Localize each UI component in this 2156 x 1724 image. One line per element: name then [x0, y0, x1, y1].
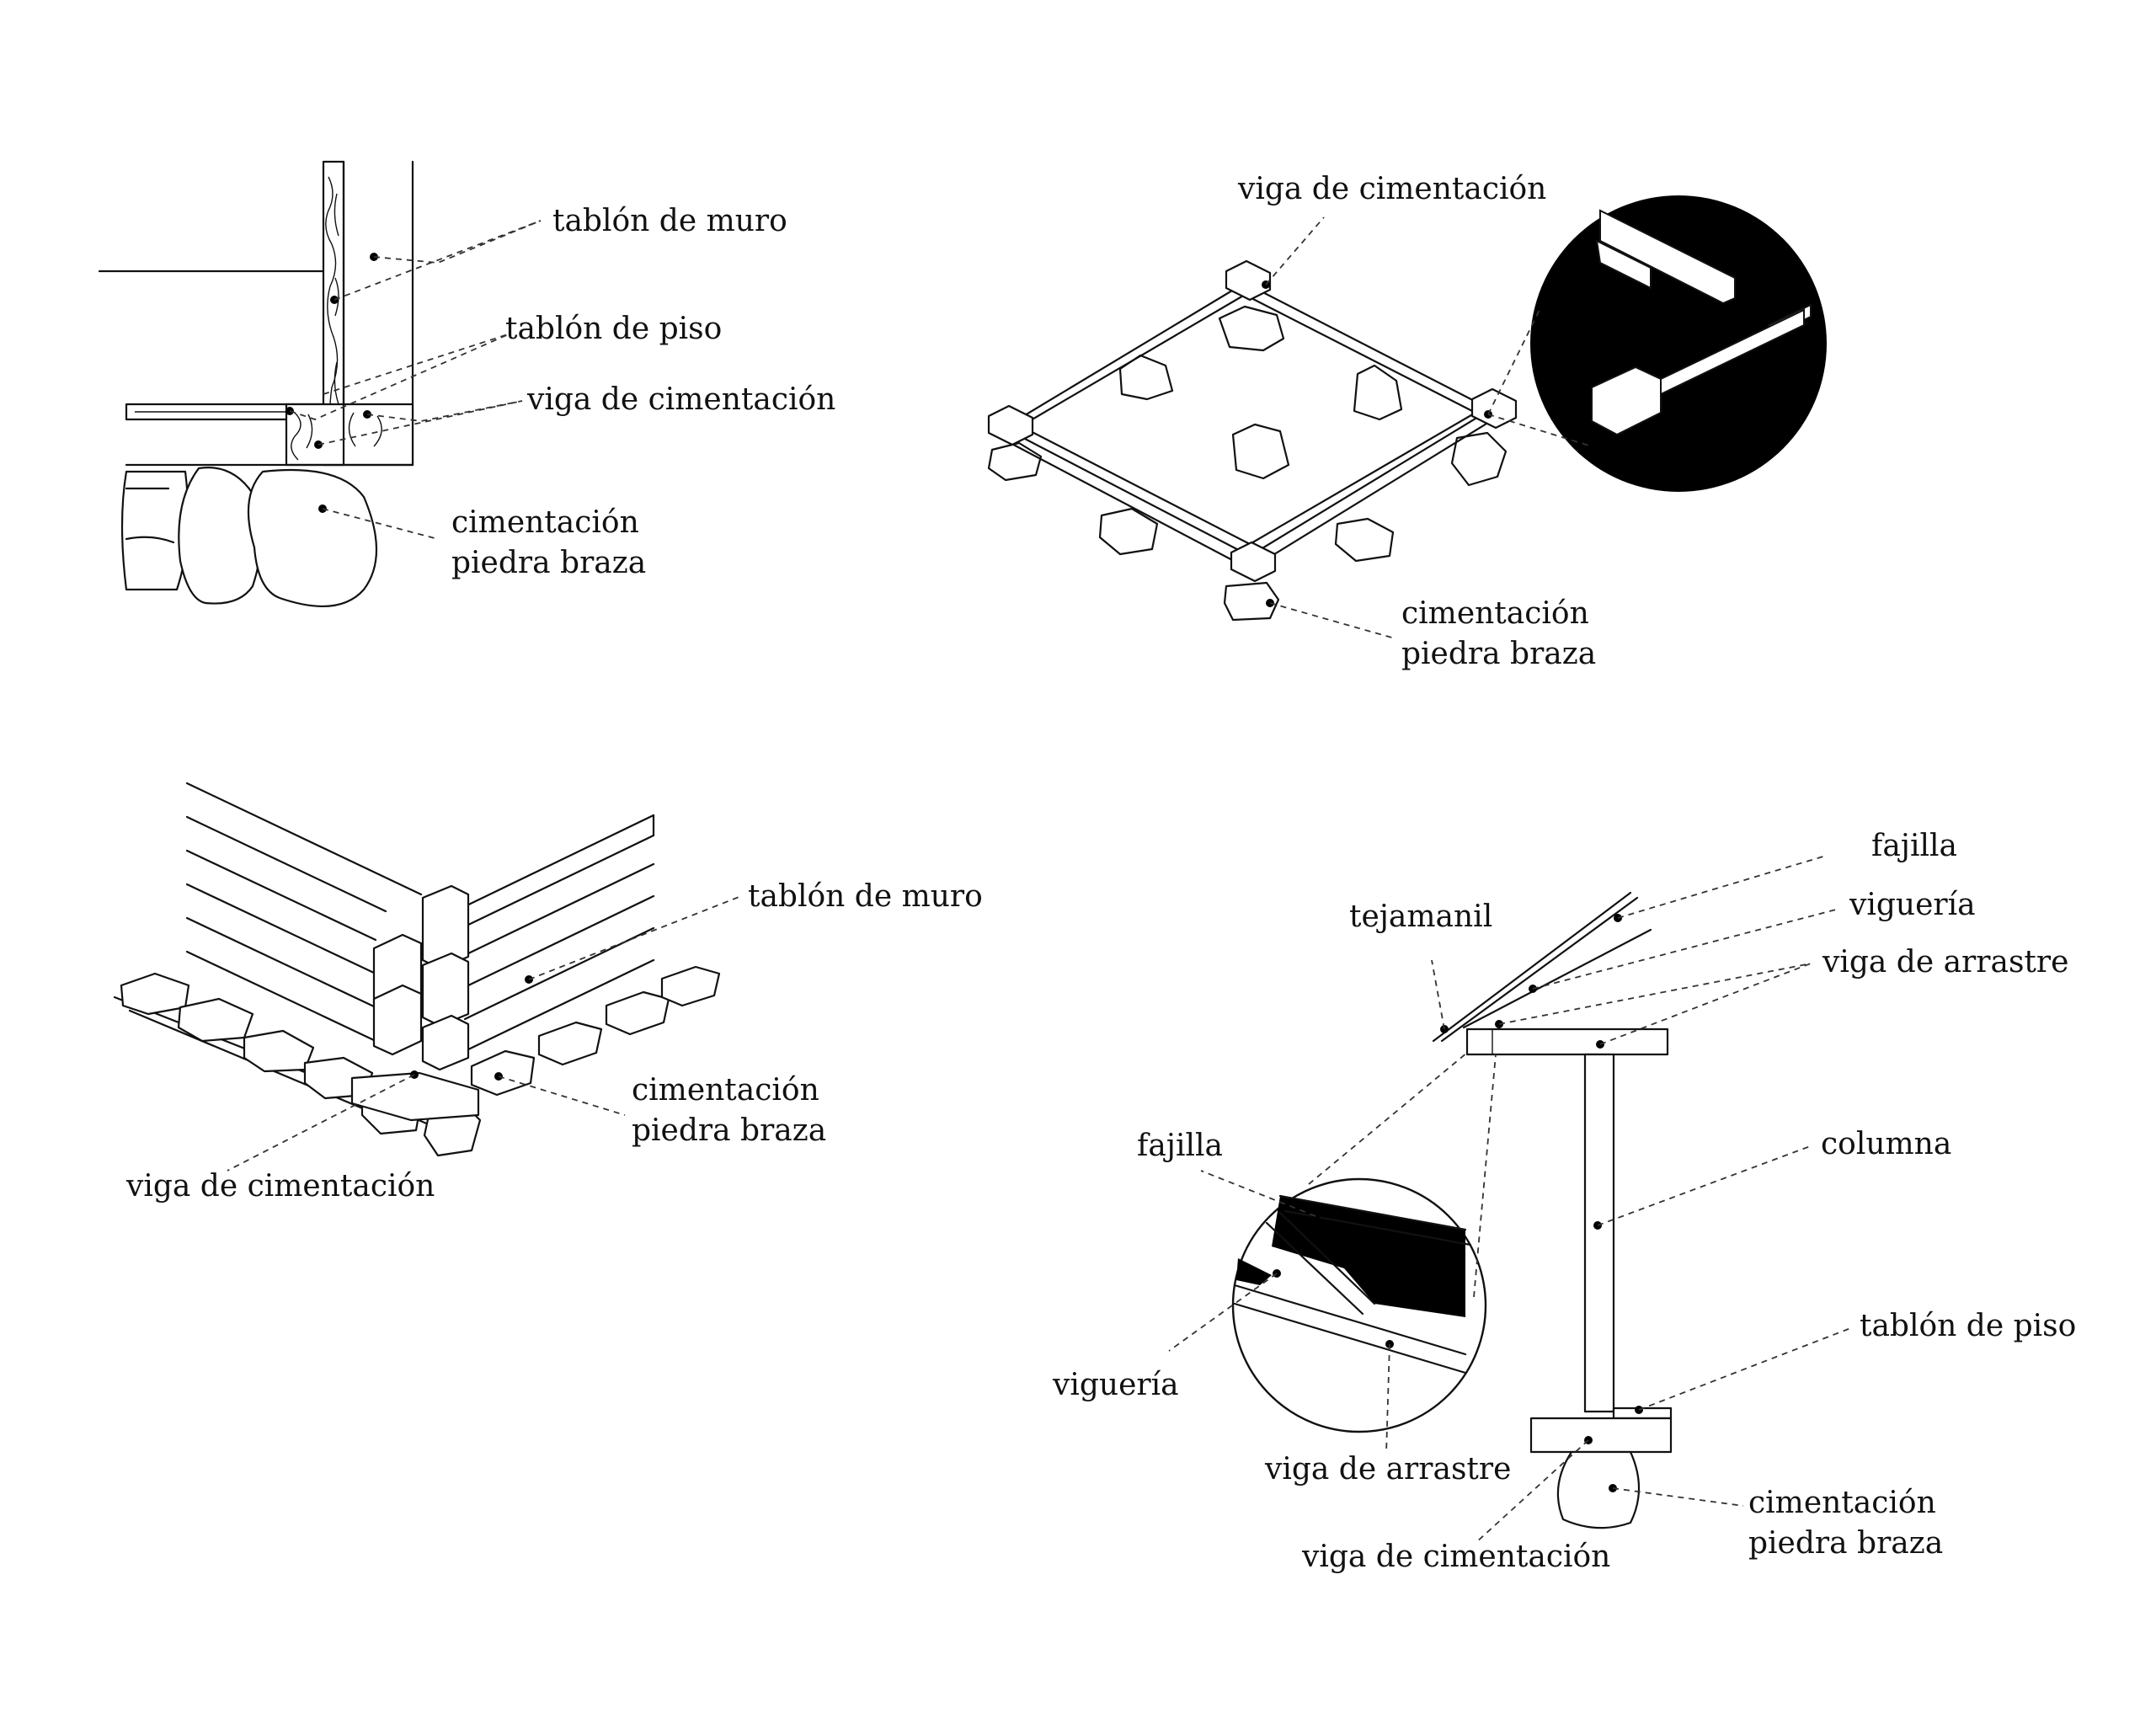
stone [987, 441, 1043, 482]
stone [1218, 305, 1285, 352]
plank-end [372, 984, 423, 1056]
column-section [1583, 1053, 1615, 1413]
stone [178, 467, 263, 605]
label-floor-plank: tablón de piso [505, 312, 722, 346]
stone [605, 990, 670, 1036]
label-stone-foundation-2: piedra braza [632, 1113, 826, 1148]
joint-detail-circle [1530, 195, 1827, 492]
label-stone-foundation-1: cimentación [1401, 596, 1589, 631]
corner-block [1225, 259, 1272, 302]
corner-block [1230, 541, 1277, 583]
label-detail-drag-beam: viga de arrastre [1264, 1452, 1511, 1486]
plank-end [421, 1014, 470, 1071]
wood-grain [334, 193, 339, 405]
corner-block [1470, 387, 1518, 430]
label-drag-beam: viga de arrastre [1822, 945, 2068, 979]
stone [177, 997, 254, 1043]
stone [1556, 1450, 1641, 1529]
wood-grain [325, 176, 339, 456]
stone [1231, 423, 1290, 480]
stone [1223, 581, 1280, 622]
label-stone-foundation-1: cimentación [1748, 1486, 1936, 1520]
stone [1118, 354, 1174, 401]
label-stone-foundation-2: piedra braza [451, 546, 646, 580]
stone [1334, 517, 1395, 563]
stone [120, 972, 190, 1016]
stone [660, 965, 721, 1007]
label-stone-foundation-1: cimentación [632, 1073, 819, 1108]
label-column: columna [1821, 1127, 1951, 1161]
stone [1098, 507, 1159, 556]
stone [470, 1049, 536, 1097]
label-foundation-beam: viga de cimentación [526, 382, 835, 417]
label-wall-plank: tablón de muro [552, 204, 787, 238]
stone [1450, 431, 1508, 487]
label-stone-foundation-2: piedra braza [1748, 1526, 1943, 1561]
foundation-frame-panel: viga de cimentación cimentación piedra b… [987, 172, 1827, 671]
label-foundation-beam: viga de cimentación [1301, 1540, 1610, 1574]
stone [537, 1021, 603, 1066]
plank-end [421, 884, 470, 970]
roof-column-panel: fajilla tejamanil viguería viga de arras… [1052, 829, 2076, 1574]
corner-block [987, 404, 1034, 446]
label-foundation-beam: viga de cimentación [1237, 172, 1546, 206]
label-wall-plank: tablón de muro [748, 879, 983, 914]
drag-beam-section [1465, 1027, 1669, 1056]
wood-grain [291, 412, 382, 461]
wall-section-panel: tablón de muro tablón de piso viga de ci… [98, 160, 835, 607]
stone [1353, 364, 1403, 421]
stone [247, 468, 377, 607]
label-foundation-beam: viga de cimentación [125, 1169, 435, 1204]
label-detail-rafters: viguería [1052, 1368, 1179, 1402]
label-shingle: tejamanil [1349, 899, 1492, 934]
label-stone-foundation-1: cimentación [451, 505, 639, 540]
label-stone-foundation-2: piedra braza [1401, 637, 1596, 671]
label-batten: fajilla [1871, 829, 1957, 863]
plank-end [421, 952, 470, 1027]
roof-detail-circle [1231, 1177, 1487, 1433]
label-rafters: viguería [1849, 888, 1976, 922]
corner-isometric-panel: tablón de muro cimentación piedra braza … [113, 782, 983, 1204]
foundation-beam-section [1529, 1417, 1673, 1454]
stone [243, 1029, 315, 1073]
label-detail-batten: fajilla [1137, 1129, 1223, 1163]
foundation-beam-iso [350, 1071, 480, 1122]
label-floor-plank: tablón de piso [1860, 1309, 2076, 1343]
